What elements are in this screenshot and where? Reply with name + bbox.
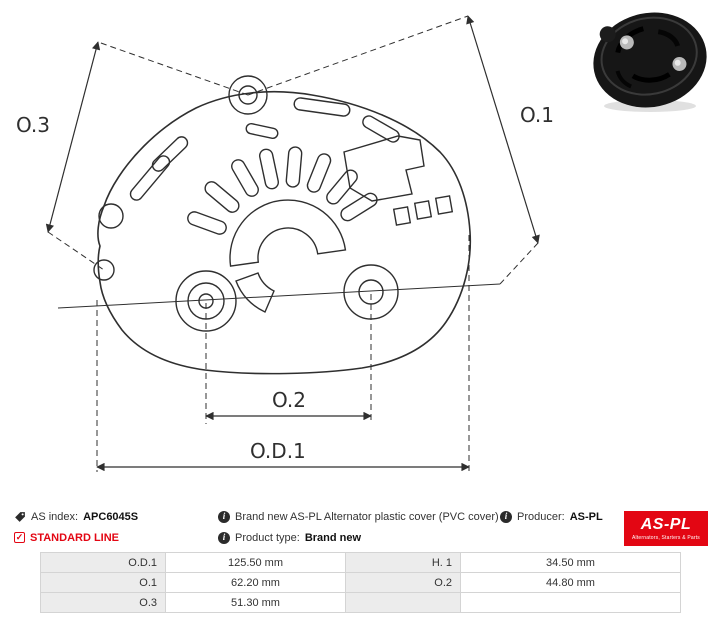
lower-left-bolt-hole [175,270,237,332]
standard-line: ✓ STANDARD LINE [14,532,218,544]
info-row-2: ✓ STANDARD LINE i Product type: Brand ne… [14,529,708,546]
spec-value [460,592,681,613]
spec-key: O.3 [40,592,166,613]
dim-line-o1 [466,15,540,244]
connector-shape [343,135,425,202]
table-row: O.3 51.30 mm [40,592,681,613]
construction-lines [47,15,539,472]
technical-drawing: O.3 O.1 O.2 O.D.1 [16,15,554,472]
product-info: AS index: APC6045S i Brand new AS-PL Alt… [14,508,708,550]
spec-key: H. 1 [345,552,461,573]
description-text: Brand new AS-PL Alternator plastic cover… [235,510,499,523]
dim-line-o3 [45,41,101,233]
aspl-logo: AS-PL Alternators, Starters & Parts [624,511,708,546]
as-index: AS index: APC6045S [14,511,218,523]
spec-value: 34.50 mm [460,552,681,573]
spec-key: O.2 [345,572,461,593]
spec-key: O.D.1 [40,552,166,573]
info-row-1: AS index: APC6045S i Brand new AS-PL Alt… [14,508,708,525]
radial-slots [187,146,378,235]
spec-key: O.1 [40,572,166,593]
spec-table: O.D.1 125.50 mm H. 1 34.50 mm O.1 62.20 … [40,552,681,613]
central-arch [229,199,347,267]
spec-value: 62.20 mm [165,572,346,593]
product-photo [593,12,707,112]
info-icon: i [218,510,230,523]
edge-slots [129,97,400,201]
producer: i Producer: AS-PL [500,510,650,523]
aspl-logo-subtext: Alternators, Starters & Parts [631,535,701,541]
tag-icon [15,511,25,522]
dim-label-o3: O.3 [16,113,50,137]
dim-label-o1: O.1 [520,103,554,127]
spec-value: 125.50 mm [165,552,346,573]
top-bolt-hole [228,75,268,115]
as-index-value: APC6045S [83,510,139,523]
spec-key [345,592,461,613]
dimension-lines [45,15,540,472]
part-outline [97,90,472,375]
left-upper-hole [98,203,124,229]
info-icon: i [218,531,230,544]
description: i Brand new AS-PL Alternator plastic cov… [218,510,500,523]
table-row: O.D.1 125.50 mm H. 1 34.50 mm [40,552,681,573]
spec-value: 51.30 mm [165,592,346,613]
product-type-label: Product type: [235,531,300,544]
table-row: O.1 62.20 mm O.2 44.80 mm [40,572,681,593]
producer-label: Producer: [517,510,565,523]
left-lower-hole [93,259,115,281]
producer-value: AS-PL [569,510,603,523]
dim-label-o2: O.2 [272,388,306,412]
dim-label-od1: O.D.1 [250,439,306,463]
product-type-value: Brand new [304,531,362,544]
spec-value: 44.80 mm [460,572,681,593]
standard-line-label: STANDARD LINE [30,531,120,544]
checkbox-icon: ✓ [14,532,25,543]
product-type: i Product type: Brand new [218,531,500,544]
aspl-logo-text: AS-PL [640,516,692,533]
as-index-label: AS index: [31,510,79,523]
info-icon: i [500,510,512,523]
part-details [93,75,454,332]
square-openings [392,195,454,226]
